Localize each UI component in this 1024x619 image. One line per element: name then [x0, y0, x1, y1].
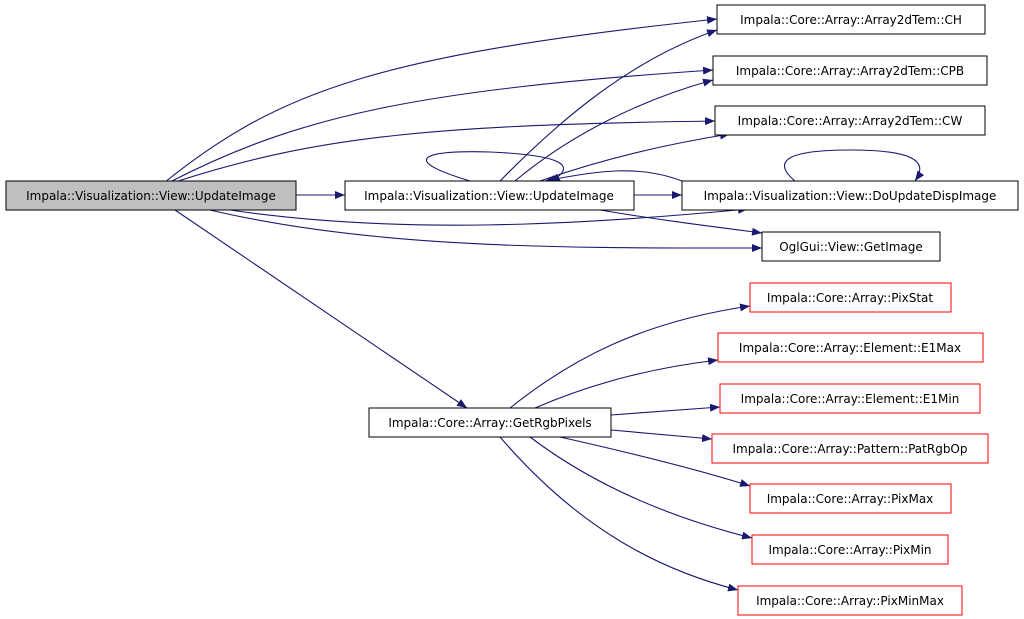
node-box [344, 180, 635, 211]
node-box [737, 585, 963, 616]
edge-root-to-cpb [169, 66, 714, 183]
node-pixminmax[interactable]: Impala::Core::Array::PixMinMax [737, 585, 963, 616]
node-label: Impala::Core::Array::PixStat [767, 291, 933, 305]
node-ch[interactable]: Impala::Core::Array::Array2dTem::CH [716, 4, 986, 35]
node-label: Impala::Core::Array::Array2dTem::CPB [736, 64, 964, 78]
node-getrgb[interactable]: Impala::Core::Array::GetRgbPixels [368, 407, 612, 438]
node-pixmin[interactable]: Impala::Core::Array::PixMin [751, 534, 949, 565]
edge-root-to-cw [174, 117, 716, 183]
node-box [717, 332, 984, 363]
node-pixmax[interactable]: Impala::Core::Array::PixMax [749, 483, 952, 514]
node-label: OglGui::View::GetImage [779, 240, 923, 254]
edge-getrgb-to-pixmax [559, 436, 751, 487]
edge-root-to-getrgb [174, 209, 468, 409]
node-cw[interactable]: Impala::Core::Array::Array2dTem::CW [714, 105, 986, 136]
edge-getrgb-to-pixstat [509, 303, 751, 409]
node-label: Impala::Core::Array::Pattern::PatRgbOp [732, 442, 967, 456]
edge-getrgb-to-patrgbop [610, 429, 713, 443]
edge-root-to-getimage [209, 209, 763, 253]
edge-doupdate-self-loop [783, 149, 925, 182]
node-update2[interactable]: Impala::Visualization::View::UpdateImage [344, 180, 635, 211]
node-box [5, 180, 297, 211]
node-label: Impala::Core::Array::PixMinMax [756, 594, 944, 608]
edge-update2-to-ch [499, 29, 718, 182]
node-label: Impala::Core::Array::Element::E1Max [739, 341, 961, 355]
node-box [368, 407, 612, 438]
edge-update2-self-loop [426, 151, 564, 183]
edge-getrgb-to-e1min [610, 403, 721, 416]
node-box [712, 55, 988, 86]
nodes-layer: Impala::Visualization::View::UpdateImage… [5, 4, 1019, 616]
node-box [751, 534, 949, 565]
edges-layer [164, 16, 925, 592]
node-box [711, 433, 989, 464]
node-cpb[interactable]: Impala::Core::Array::Array2dTem::CPB [712, 55, 988, 86]
node-root[interactable]: Impala::Visualization::View::UpdateImage [5, 180, 297, 211]
node-box [749, 483, 952, 514]
node-label: Impala::Visualization::View::UpdateImage [364, 189, 614, 203]
node-e1min[interactable]: Impala::Core::Array::Element::E1Min [719, 383, 981, 414]
node-box [714, 105, 986, 136]
node-label: Impala::Core::Array::Element::E1Min [741, 392, 960, 406]
node-e1max[interactable]: Impala::Core::Array::Element::E1Max [717, 332, 984, 363]
node-label: Impala::Core::Array::Array2dTem::CH [740, 13, 962, 27]
node-label: Impala::Core::Array::Array2dTem::CW [738, 114, 963, 128]
edge-update2-to-cw [539, 131, 731, 182]
edge-update2-to-getimage [599, 209, 763, 236]
node-pixstat[interactable]: Impala::Core::Array::PixStat [749, 282, 952, 313]
edge-root-to-doupdate [229, 205, 749, 226]
node-getimage[interactable]: OglGui::View::GetImage [761, 231, 941, 262]
node-label: Impala::Visualization::View::UpdateImage [26, 189, 276, 203]
edge-doupdate-to-update2 [544, 170, 683, 183]
node-box [719, 383, 981, 414]
node-label: Impala::Core::Array::PixMax [767, 492, 934, 506]
edge-getrgb-to-pixminmax [499, 436, 739, 592]
node-box [716, 4, 986, 35]
edge-root-to-ch [164, 16, 718, 183]
node-label: Impala::Core::Array::GetRgbPixels [388, 416, 591, 430]
edge-getrgb-to-pixmin [529, 436, 753, 540]
edge-getrgb-to-e1max [534, 357, 719, 409]
node-label: Impala::Core::Array::PixMin [768, 543, 931, 557]
node-box [681, 180, 1019, 211]
node-box [749, 282, 952, 313]
node-label: Impala::Visualization::View::DoUpdateDis… [704, 189, 997, 203]
edge-update2-to-cpb [514, 78, 714, 182]
node-box [761, 231, 941, 262]
node-doupdate[interactable]: Impala::Visualization::View::DoUpdateDis… [681, 180, 1019, 211]
node-patrgbop[interactable]: Impala::Core::Array::Pattern::PatRgbOp [711, 433, 989, 464]
